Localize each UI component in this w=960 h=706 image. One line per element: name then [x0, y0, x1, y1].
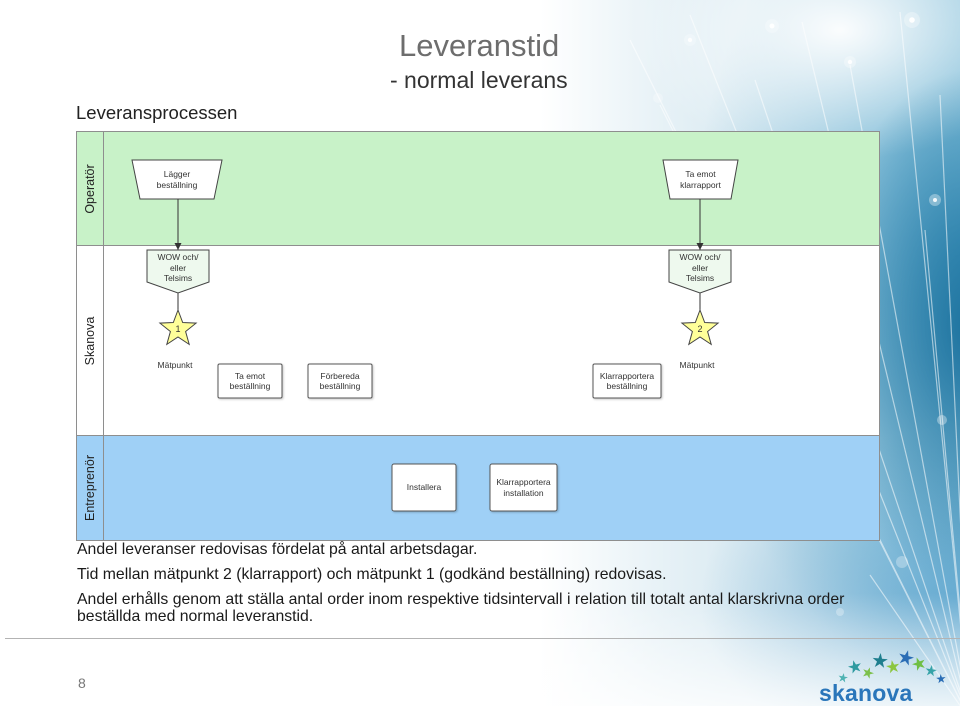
- logo-star-icon: [846, 658, 863, 675]
- ta-emot-bestallning-label: Ta emot beställning: [229, 370, 271, 392]
- slide-title: Leveranstid: [399, 28, 560, 63]
- wow-telsims-end-label: WOW och/ eller Telsims: [679, 252, 721, 284]
- light-dot: [836, 608, 844, 616]
- logo-star-icon: [924, 664, 938, 677]
- lane-label-cell: Operatör: [77, 132, 104, 245]
- lane-entreprenor: Entreprenör: [76, 435, 880, 541]
- light-dot: [769, 23, 775, 29]
- forbereda-bestallning-label: Förbereda beställning: [319, 370, 361, 392]
- milestone-2-number: 2: [697, 323, 703, 334]
- star-cluster-icon: [837, 648, 947, 684]
- wow-telsims-start-label: WOW och/ eller Telsims: [157, 252, 199, 284]
- page-number: 8: [78, 675, 86, 691]
- ta-emot-klarrapport-label: Ta emot klarrapport: [680, 169, 721, 190]
- light-dot: [909, 17, 915, 23]
- klarrapportera-bestallning-label: Klarrapportera beställning: [599, 370, 655, 392]
- body-paragraph: Andel erhålls genom att ställa antal ord…: [77, 591, 845, 625]
- light-dot: [933, 198, 937, 202]
- footer-divider: [5, 638, 960, 639]
- logo-star-icon: [935, 673, 947, 684]
- light-streak: [899, 11, 960, 625]
- lane-label-cell: Entreprenör: [77, 436, 104, 540]
- milestone-2-label: Mätpunkt: [679, 359, 715, 370]
- light-dot: [687, 37, 693, 43]
- milestone-1-number: 1: [175, 323, 181, 334]
- light-streak: [939, 94, 960, 525]
- lane-label-cell: Skanova: [77, 246, 104, 435]
- logo-star-icon: [885, 658, 901, 674]
- slide-subtitle: - normal leverans: [390, 67, 568, 93]
- klarrapportera-installation-label: Klarrapportera installation: [496, 477, 551, 498]
- body-paragraph: Tid mellan mätpunkt 2 (klarrapport) och …: [77, 566, 667, 583]
- body-paragraph: Andel leveranser redovisas fördelat på a…: [77, 541, 478, 558]
- section-heading: Leveransprocessen: [76, 102, 238, 123]
- light-streak: [869, 574, 960, 706]
- light-dot: [937, 415, 947, 425]
- lane-skanova: Skanova: [76, 245, 880, 436]
- light-dot: [896, 556, 908, 568]
- milestone-1-label: Mätpunkt: [157, 359, 193, 370]
- skanova-logo-wordmark: skanova: [819, 680, 913, 706]
- logo-star-icon: [896, 648, 916, 667]
- lagger-bestallning-label: Lägger beställning: [156, 169, 198, 190]
- installera-label: Installera: [406, 482, 442, 493]
- light-dot: [847, 59, 853, 65]
- logo-star-icon: [860, 665, 876, 680]
- lane-label-operator: Operatör: [83, 163, 97, 214]
- lane-label-skanova: Skanova: [83, 316, 97, 365]
- light-dot: [653, 93, 663, 103]
- lane-label-entreprenor: Entreprenör: [83, 454, 97, 522]
- light-streak: [924, 229, 960, 618]
- logo-star-icon: [871, 652, 889, 669]
